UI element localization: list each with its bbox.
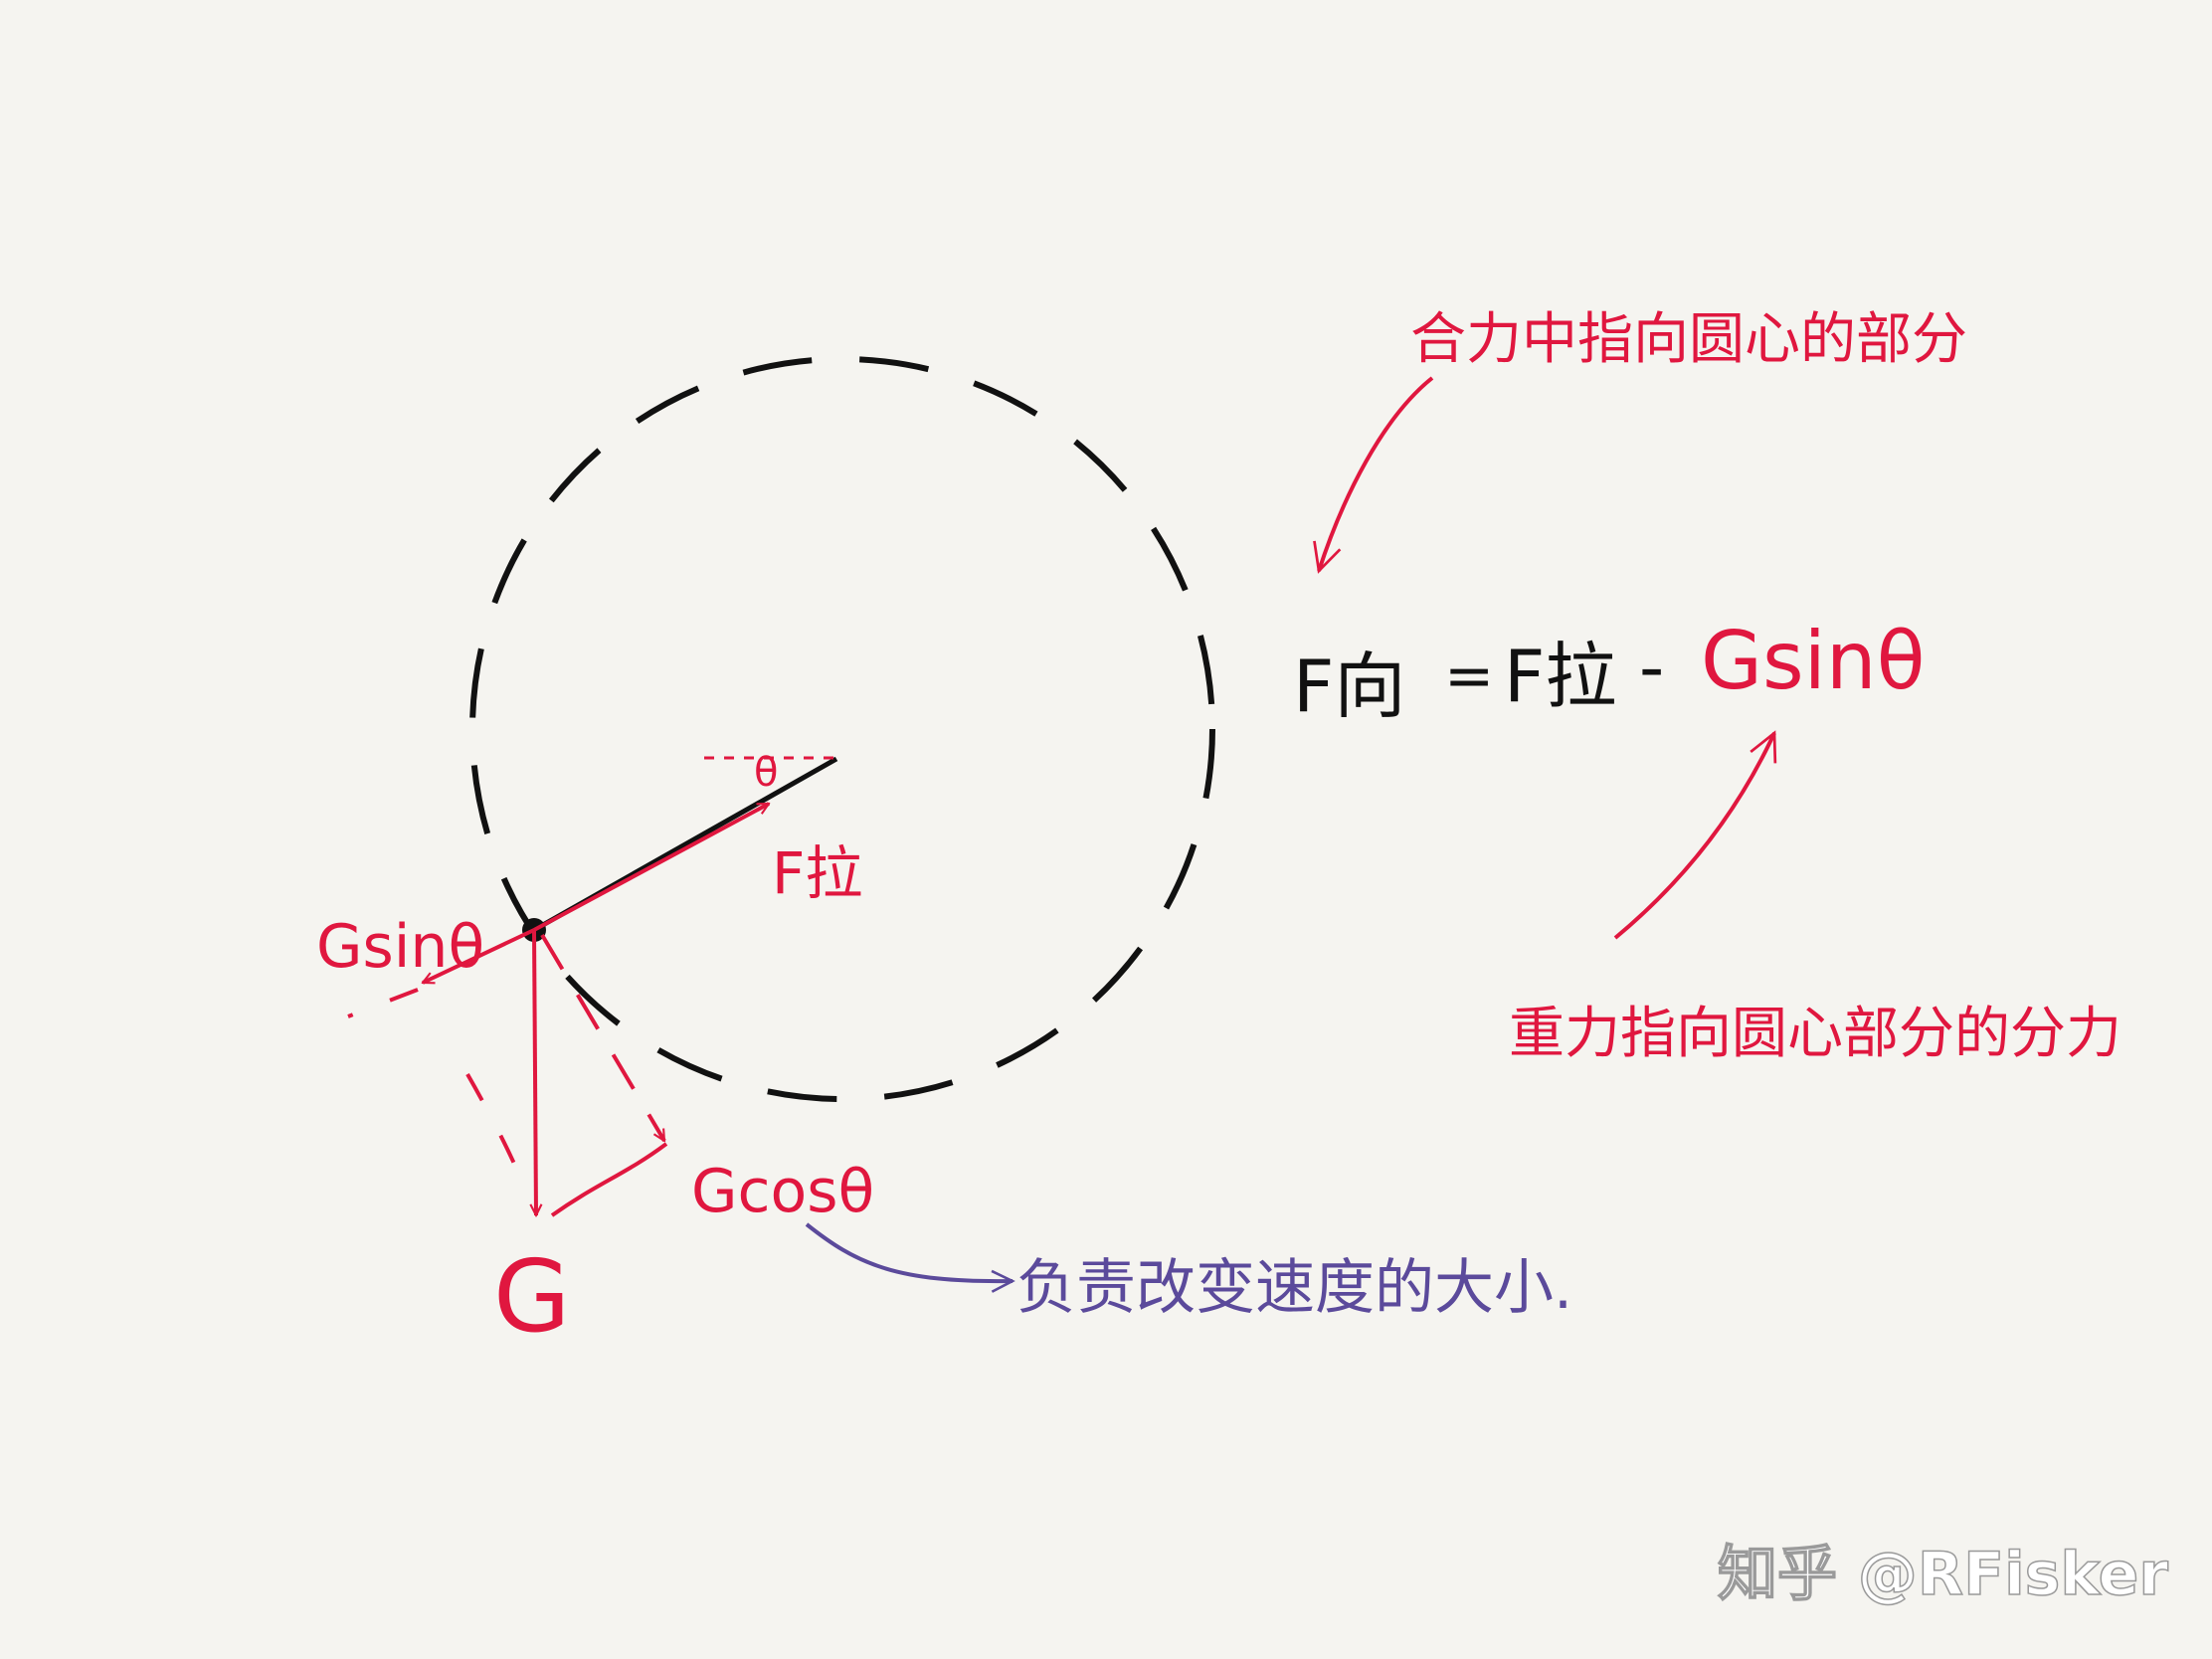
gravity-label: G — [493, 1238, 571, 1355]
gravity-component-note: 重力指向圆心部分的分力 — [1509, 1002, 2121, 1066]
tension-label: F拉 — [772, 839, 862, 907]
gravity-cos-label: Gcosθ — [691, 1157, 874, 1226]
equation-minus: - — [1639, 627, 1664, 708]
equation-tension: F拉 — [1504, 635, 1616, 718]
component-connector — [550, 1142, 668, 1217]
component-dashed-line — [347, 988, 529, 1195]
net-force-note: 合力中指向圆心的部分 — [1410, 307, 1967, 372]
gravity-sin-arrow — [423, 928, 535, 985]
gravity-component-note-arrow — [1613, 730, 1777, 940]
equation-lhs: F向 — [1293, 645, 1405, 728]
equation-component: Gsinθ — [1701, 615, 1926, 707]
gravity-sin-label: Gsinθ — [316, 912, 484, 982]
cos-note-arrow — [805, 1222, 1013, 1281]
cos-note: 负责改变速度的大小. — [1016, 1253, 1572, 1323]
angle-label: θ — [754, 750, 778, 796]
gravity-arrow — [534, 929, 536, 1215]
circular-path — [469, 356, 1215, 1102]
equation-equals: = — [1444, 642, 1494, 711]
centripetal-equation: F向 = F拉 - Gsinθ — [1293, 615, 1926, 728]
net-force-note-arrow — [1313, 376, 1434, 574]
watermark: 知乎 @RFisker — [1718, 1540, 2168, 1609]
tension-arrow — [533, 802, 769, 932]
